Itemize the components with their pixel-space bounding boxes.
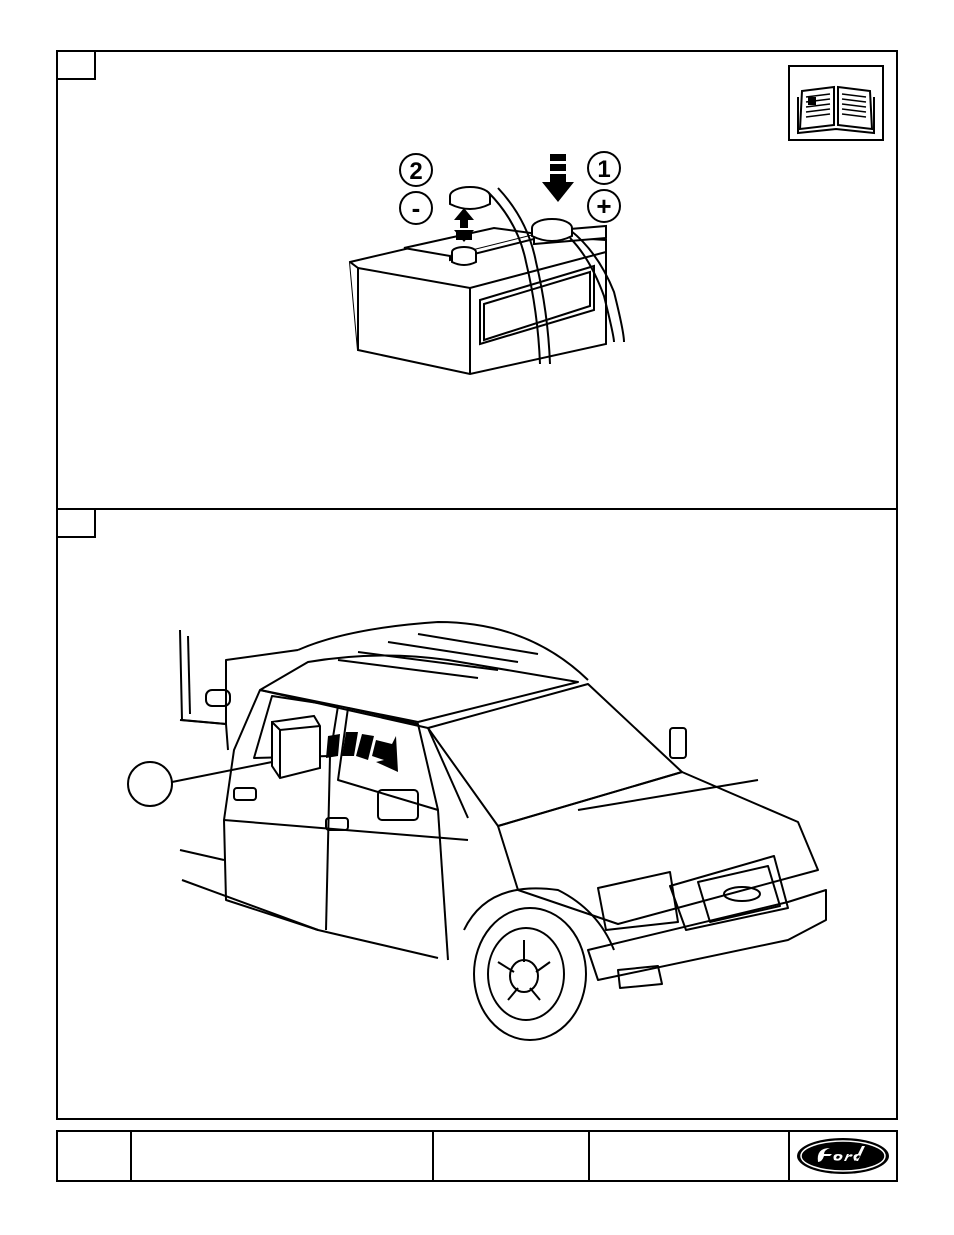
step-1-panel: 2 - 1 + — [56, 50, 898, 510]
truck-module-illustration — [58, 510, 896, 1118]
footer-table — [56, 1130, 898, 1182]
step-2-panel — [56, 508, 898, 1120]
callout-minus-text: - — [412, 193, 421, 223]
footer-cell-4 — [590, 1132, 790, 1180]
footer-cell-2 — [132, 1132, 434, 1180]
callout-1-text: 1 — [597, 156, 610, 183]
callout-2-text: 2 — [409, 158, 422, 185]
ford-oval-logo-icon — [794, 1136, 892, 1176]
ford-logo-cell — [790, 1132, 896, 1180]
callout-circle — [128, 762, 172, 806]
footer-cell-3 — [434, 1132, 590, 1180]
callout-plus-text: + — [596, 191, 611, 221]
footer-cell-1 — [58, 1132, 132, 1180]
battery-disconnect-illustration: 2 - 1 + — [58, 52, 896, 508]
